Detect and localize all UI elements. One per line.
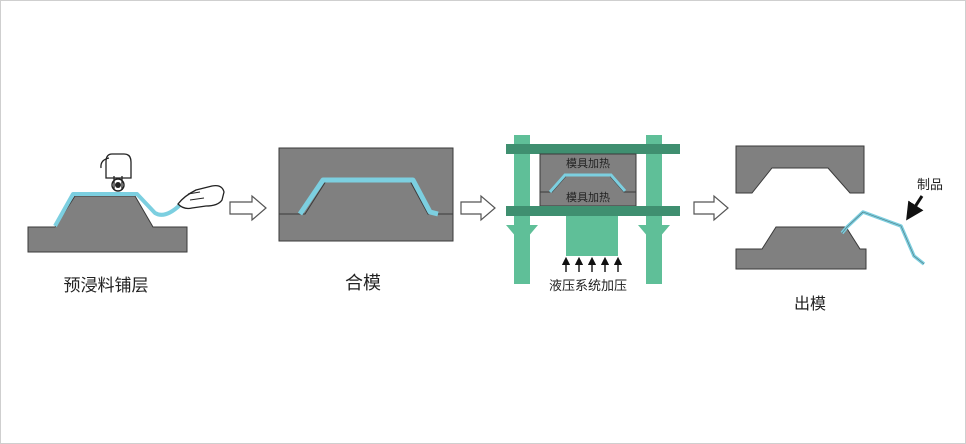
hand-press-icon [100,153,132,192]
press-platen [506,206,680,216]
step1-label: 预浸料铺层 [64,276,149,296]
product-label: 制品 [917,178,943,193]
step-layup: 预浸料铺层 [27,153,225,296]
step2-label: 合模 [345,273,381,294]
lower-heat-label: 模具加热 [566,191,610,204]
lower-mold [27,195,188,253]
product-pointer-icon [906,195,924,221]
press-top-beam [506,144,680,154]
hydraulic-arrow-icon [561,256,623,272]
opened-upper-mold [735,145,865,194]
step3-label: 液压系统加压 [549,279,627,294]
process-arrow-icon [693,194,729,222]
step-demold: 制品 出模 [735,145,943,313]
step4-label: 出模 [794,294,826,313]
prepreg-pressed [548,173,627,193]
column-collar-left [506,225,538,258]
hand-pull-icon [177,184,225,210]
closed-mold-body [278,147,454,242]
finished-part-outline [841,211,925,265]
column-collar-right [638,225,670,258]
hydraulic-ram [566,216,618,256]
opened-lower-mold [735,226,867,270]
prepreg-layer [53,192,182,227]
step-press: 模具加热 模具加热 液压系统加压 [506,135,680,294]
process-arrow-icon [229,194,267,222]
process-arrow-icon [460,194,496,222]
step-mold-close: 合模 [278,147,454,294]
upper-heat-label: 模具加热 [566,157,610,170]
prepreg-in-mold [297,177,439,217]
